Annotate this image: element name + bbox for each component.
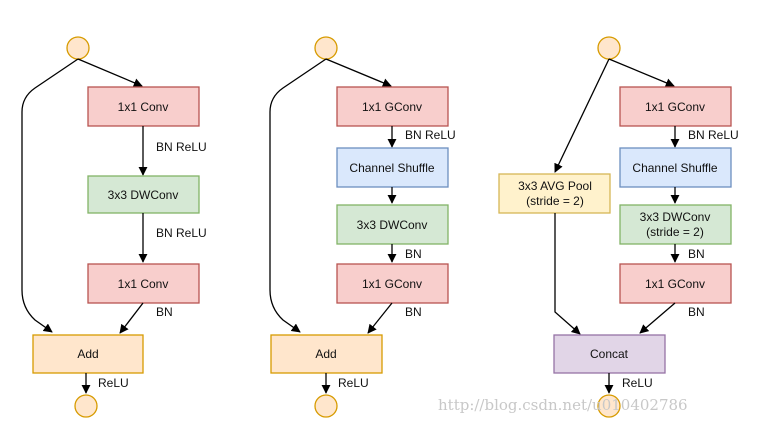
- edge-label-bn: BN: [405, 305, 422, 319]
- edge: [367, 302, 393, 334]
- edge: [608, 58, 675, 88]
- edge: [554, 58, 610, 173]
- dwconv-box: [87, 175, 200, 214]
- edge-label-bn-relu: BN ReLU: [156, 226, 207, 240]
- edge: [77, 58, 143, 88]
- channel-shuffle-label: Channel Shuffle: [632, 161, 718, 175]
- edge: [554, 213, 581, 335]
- panel-a-text: 1x1 Conv 3x3 DWConv 1x1 Conv Add BN ReLU…: [77, 100, 206, 390]
- edge: [639, 302, 676, 334]
- edge-label-bn: BN: [688, 305, 705, 319]
- add-box: [270, 334, 383, 374]
- panel-a: [21, 36, 200, 418]
- panel-b-input-node: [314, 36, 338, 60]
- edge-label-bn-relu: BN ReLU: [688, 128, 739, 142]
- edge-label-bn: BN: [156, 305, 173, 319]
- edge-label-bn: BN: [405, 247, 422, 261]
- shortcut-edge: [269, 58, 327, 333]
- panel-c-text: 1x1 GConv Channel Shuffle 3x3 DWConv (st…: [518, 100, 739, 390]
- channel-shuffle-box: [619, 147, 732, 188]
- dwconv-label: 3x3 DWConv: [357, 218, 428, 232]
- edge: [325, 58, 392, 88]
- watermark: http://blog.csdn.net/u010402786: [438, 396, 688, 414]
- edge-label-bn-relu: BN ReLU: [156, 140, 207, 154]
- panel-c-output-node: [597, 394, 621, 418]
- panel-c-input-node: [597, 36, 621, 60]
- channel-shuffle-label: Channel Shuffle: [349, 161, 435, 175]
- dwconv-label: 3x3 DWConv: [640, 210, 711, 224]
- panel-b: [269, 36, 449, 418]
- dwconv-label: 3x3 DWConv: [108, 188, 179, 202]
- conv1-label: 1x1 Conv: [118, 100, 169, 114]
- conv2-label: 1x1 Conv: [118, 277, 169, 291]
- edge: [119, 302, 144, 334]
- gconv2-label: 1x1 GConv: [645, 277, 705, 291]
- concat-box: [553, 334, 666, 374]
- edge-label-bn: BN: [688, 247, 705, 261]
- panel-c: [498, 36, 732, 418]
- gconv2-box: [336, 263, 449, 304]
- avg-pool-stride-label: (stride = 2): [526, 194, 584, 208]
- edge-label-relu: ReLU: [338, 376, 369, 390]
- avg-pool-label: 3x3 AVG Pool: [518, 179, 592, 193]
- gconv1-label: 1x1 GConv: [645, 100, 705, 114]
- gconv1-box: [336, 86, 449, 127]
- add-label: Add: [315, 347, 336, 361]
- dwconv-box: [619, 204, 732, 245]
- panel-b-text: 1x1 GConv Channel Shuffle 3x3 DWConv 1x1…: [315, 100, 455, 390]
- gconv1-label: 1x1 GConv: [362, 100, 422, 114]
- dwconv-stride-label: (stride = 2): [646, 225, 704, 239]
- shortcut-edge: [21, 58, 79, 333]
- conv2-box: [87, 263, 200, 304]
- edge-label-bn-relu: BN ReLU: [405, 128, 456, 142]
- concat-label: Concat: [590, 347, 629, 361]
- edge-label-relu: ReLU: [622, 376, 653, 390]
- panel-a-input-node: [66, 36, 90, 60]
- gconv2-box: [619, 263, 732, 304]
- panel-b-output-node: [314, 394, 338, 418]
- add-label: Add: [77, 347, 98, 361]
- gconv2-label: 1x1 GConv: [362, 277, 422, 291]
- edge-label-relu: ReLU: [98, 376, 129, 390]
- channel-shuffle-box: [336, 147, 449, 188]
- dwconv-box: [336, 204, 449, 245]
- conv1-box: [87, 86, 200, 127]
- avg-pool-box: [498, 173, 611, 214]
- add-box: [32, 334, 144, 374]
- panel-a-output-node: [74, 394, 98, 418]
